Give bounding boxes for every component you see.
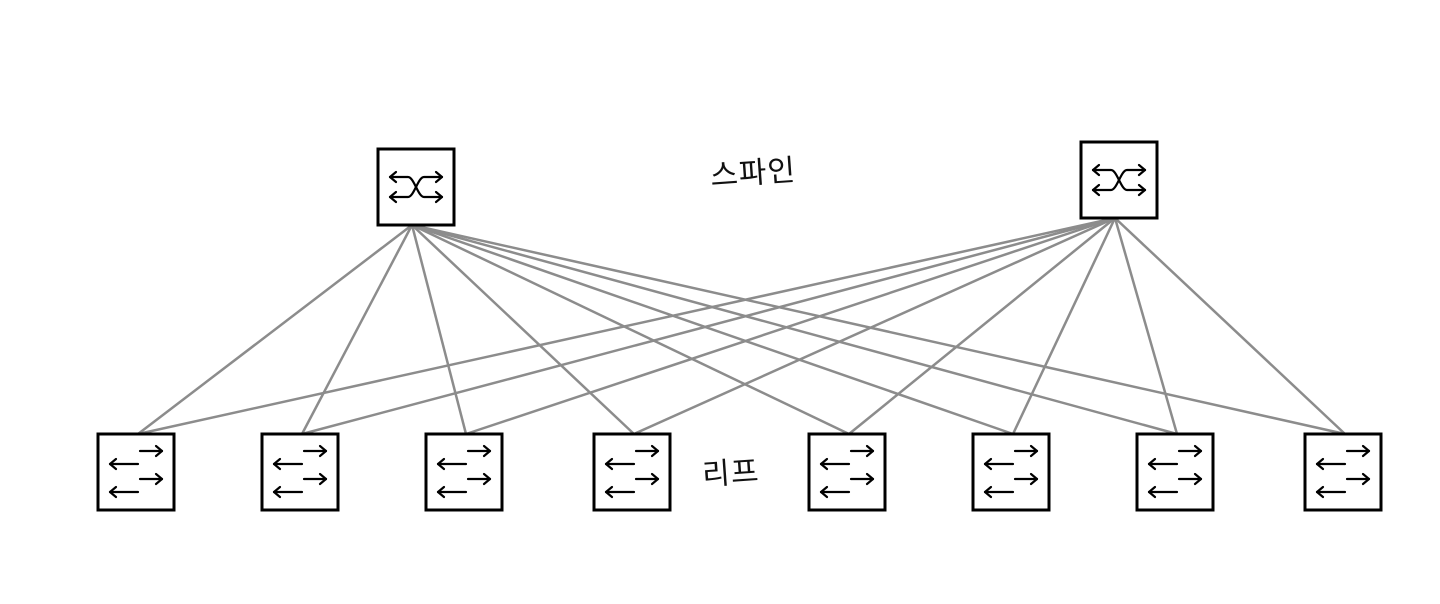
leaf-switch [971,432,1051,512]
spine-switch [376,147,456,227]
leaf-switch-arrows-icon [272,444,328,499]
leaf-switch-arrows-icon [983,444,1039,499]
link-spine-1-leaf-7 [411,223,1178,436]
leaf-switch-arrows-icon [819,444,875,499]
leaf-switch-arrows-icon [604,444,660,499]
link-spine-2-leaf-1 [137,216,1116,436]
link-spine-1-leaf-6 [411,223,1014,436]
link-spine-2-leaf-4 [633,216,1116,436]
leaf-switch-arrows-icon [1147,444,1203,499]
leaf-switch-arrows-icon [108,444,164,499]
leaf-switch [1303,432,1383,512]
leaf-switch [424,432,504,512]
leaf-switch [260,432,340,512]
leaf-switch [807,432,887,512]
leaf-switch-box [260,432,340,512]
link-spine-1-leaf-4 [411,224,635,435]
leaf-switch-arrows-icon [1315,444,1371,499]
link-spine-2-leaf-5 [848,217,1116,435]
leaf-switch-box [807,432,887,512]
leaf-switch-box [592,432,672,512]
link-spine-2-leaf-8 [1114,217,1346,435]
nodes-layer [96,140,1383,512]
links-layer [137,216,1346,436]
link-spine-2-leaf-7 [1113,217,1179,435]
leaf-switch-box [424,432,504,512]
crossover-switch-icon [1091,163,1147,197]
leaf-switch [592,432,672,512]
leaf-switch [96,432,176,512]
link-spine-1-leaf-1 [137,224,413,435]
spine-switch [1079,140,1159,220]
spine-layer-label: 스파인 [709,153,798,194]
link-spine-1-leaf-5 [411,223,850,436]
leaf-switch-box [1303,432,1383,512]
link-spine-2-leaf-3 [465,216,1116,436]
crossover-switch-icon [388,170,444,204]
leaf-switch-box [971,432,1051,512]
leaf-switch-box [1135,432,1215,512]
link-spine-1-leaf-8 [411,223,1346,436]
link-spine-2-leaf-6 [1011,217,1117,435]
link-spine-1-leaf-2 [300,224,414,435]
leaf-switch-arrows-icon [436,444,492,499]
link-spine-2-leaf-2 [301,216,1116,436]
leaf-switch-box [96,432,176,512]
leaf-switch [1135,432,1215,512]
link-spine-1-leaf-3 [410,224,468,435]
leaf-layer-label: 리프 [701,454,761,493]
